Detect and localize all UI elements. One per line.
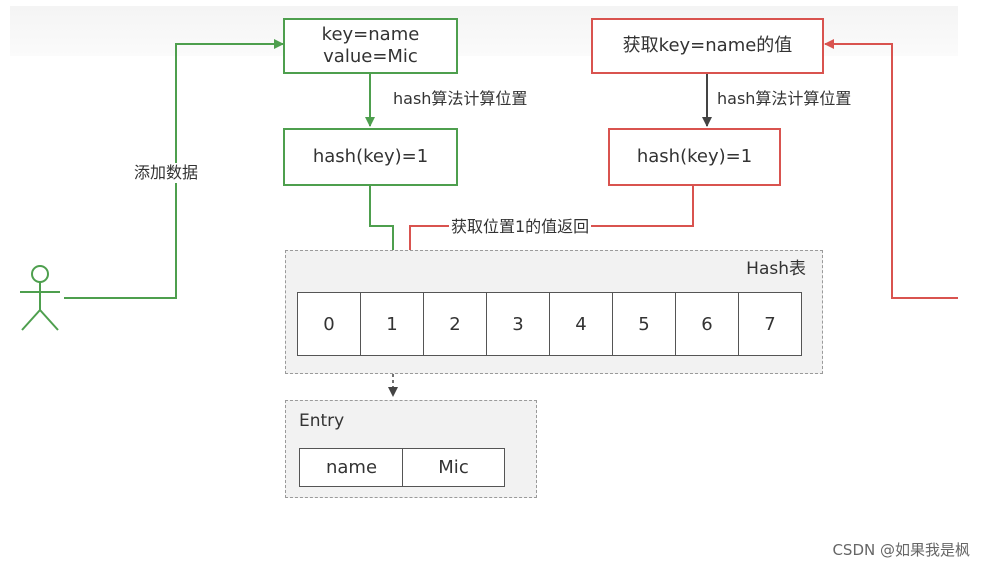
get-hash-result-node: hash(key)=1 — [608, 128, 781, 186]
hash-slot-label: 0 — [323, 313, 335, 335]
entry-key-text: name — [325, 457, 378, 478]
watermark: CSDN @如果我是枫 — [832, 541, 970, 559]
hash-slot-label: 4 — [575, 313, 587, 335]
get-hash-result-text: hash(key)=1 — [636, 146, 753, 167]
get-hash-step-label: hash算法计算位置 — [717, 89, 852, 109]
hash-slot-label: 6 — [701, 313, 713, 335]
kv-node: key=name value=Mic — [283, 18, 458, 74]
hash-table-title: Hash表 — [746, 259, 806, 279]
hash-slot-2: 2 — [423, 292, 487, 356]
entry-title: Entry — [299, 411, 345, 431]
hash-slot-6: 6 — [675, 292, 739, 356]
hash-slot-label: 1 — [386, 313, 398, 335]
kv-key-text: key=name — [321, 24, 420, 45]
hash-slot-label: 7 — [764, 313, 776, 335]
hash-slot-1: 1 — [360, 292, 424, 356]
query-text: 获取key=name的值 — [622, 35, 793, 56]
hash-slot-7: 7 — [738, 292, 802, 356]
hash-slot-5: 5 — [612, 292, 676, 356]
add-hash-result-node: hash(key)=1 — [283, 128, 458, 186]
kv-value-text: value=Mic — [323, 46, 418, 67]
hash-slot-label: 2 — [449, 313, 461, 335]
hash-slot-label: 5 — [638, 313, 650, 335]
add-hash-result-text: hash(key)=1 — [312, 146, 429, 167]
return-label: 获取位置1的值返回 — [449, 217, 592, 237]
hash-slot-3: 3 — [486, 292, 550, 356]
query-node: 获取key=name的值 — [591, 18, 824, 74]
entry-value-cell: Mic — [402, 448, 505, 487]
hash-slot-label: 3 — [512, 313, 524, 335]
user-actor-icon — [20, 265, 60, 331]
requester-to-query-connector — [824, 39, 958, 299]
hash-slot-0: 0 — [297, 292, 361, 356]
add-hash-step-label: hash算法计算位置 — [393, 89, 528, 109]
add-data-label: 添加数据 — [134, 163, 199, 183]
hash-slot-4: 4 — [549, 292, 613, 356]
entry-value-text: Mic — [438, 457, 469, 478]
entry-key-cell: name — [299, 448, 404, 487]
